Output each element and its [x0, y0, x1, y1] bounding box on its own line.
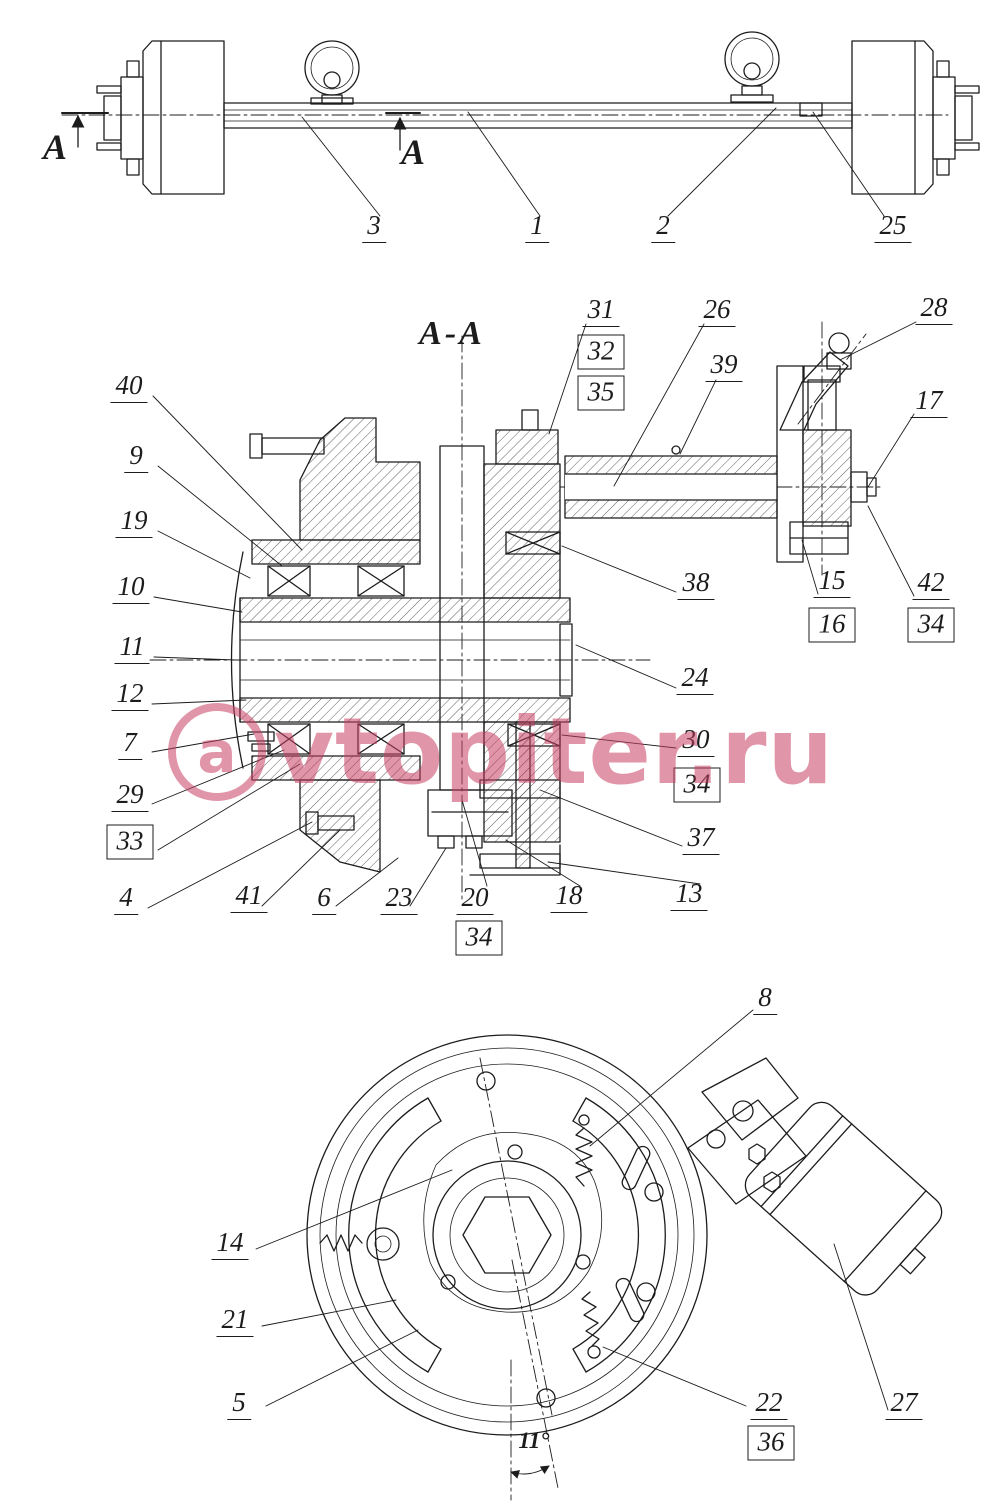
- bottom-view-brake-drawing: [255, 1009, 943, 1501]
- callout-section_view-34-21: 34: [455, 920, 503, 956]
- callout-section_view-6-18: 6: [312, 883, 336, 915]
- axle-beam: [223, 102, 853, 129]
- top-view-leaders: [301, 107, 885, 217]
- beam-clamp: [799, 102, 823, 117]
- callout-bottom_view-21-2: 21: [216, 1305, 254, 1337]
- callout-section_view-32-1: 32: [577, 334, 625, 370]
- spindle-end-nut: [850, 471, 877, 503]
- callout-top_view-3-0: 3: [362, 211, 386, 243]
- callout-top_view-1-1: 1: [525, 211, 549, 243]
- callout-bottom_view-14-1: 14: [211, 1228, 249, 1260]
- hub-center: [423, 1132, 603, 1313]
- callout-section_view-12-12: 12: [111, 679, 149, 711]
- right-brake-chamber: [724, 31, 780, 103]
- callout-section_view-17-6: 17: [910, 386, 948, 418]
- steering-arm-ball-stud: [779, 332, 852, 431]
- callout-section_view-15-29: 15: [813, 566, 851, 598]
- callout-section_view-35-2: 35: [577, 375, 625, 411]
- callout-section_view-29-14: 29: [111, 780, 149, 812]
- callout-section_view-38-24: 38: [677, 568, 715, 600]
- bottom-view-leaders: [255, 1009, 889, 1411]
- section-cut-arrows: [61, 112, 421, 151]
- right-brake-drum: [851, 40, 980, 195]
- left-brake-drum: [96, 40, 225, 195]
- callout-section_view-37-28: 37: [682, 823, 720, 855]
- callout-section_view-20-20: 20: [456, 883, 494, 915]
- callout-bottom_view-27-6: 27: [885, 1388, 923, 1420]
- section-view-drawing: [147, 321, 917, 909]
- callout-section_view-24-25: 24: [676, 663, 714, 695]
- kingpin: [439, 409, 559, 791]
- section-marker-left: A: [42, 127, 68, 167]
- callout-section_view-19-9: 19: [115, 506, 153, 538]
- beam-eye-and-kingpin-boss: [776, 365, 852, 563]
- hub-and-bearings: [230, 539, 421, 781]
- callout-top_view-2-2: 2: [651, 211, 675, 243]
- callout-section_view-13-23: 13: [670, 879, 708, 911]
- callout-section_view-40-7: 40: [110, 371, 148, 403]
- callout-section_view-26-3: 26: [698, 295, 736, 327]
- brake-flange-section: [305, 721, 561, 876]
- callout-section_view-33-15: 33: [106, 824, 154, 860]
- callout-section_view-7-13: 7: [118, 728, 142, 760]
- section-marker-middle: A: [400, 132, 426, 172]
- callout-bottom_view-5-3: 5: [227, 1388, 251, 1420]
- callout-section_view-16-30: 16: [808, 607, 856, 643]
- callout-section_view-23-19: 23: [380, 883, 418, 915]
- angle-dimension-label: 11°: [518, 1428, 550, 1453]
- callout-section_view-10-10: 10: [112, 572, 150, 604]
- spindle-section: [239, 597, 573, 723]
- return-springs: [319, 1114, 601, 1359]
- callout-section_view-41-17: 41: [230, 881, 268, 913]
- brake-chamber-bottom-view: [744, 1101, 943, 1296]
- callout-section_view-9-8: 9: [124, 441, 148, 473]
- angle-arc: [510, 1465, 550, 1479]
- callout-top_view-25-3: 25: [874, 211, 912, 243]
- callout-section_view-28-5: 28: [915, 293, 953, 325]
- callout-section_view-34-27: 34: [673, 767, 721, 803]
- axle-beam-arm-section: [564, 445, 778, 519]
- hub-flange-and-stud: [249, 417, 421, 873]
- callout-section_view-11-11: 11: [114, 632, 150, 664]
- callout-section_view-39-4: 39: [705, 350, 743, 382]
- callout-section_view-18-22: 18: [550, 881, 588, 913]
- brake-backing-plate: [306, 1034, 708, 1436]
- callout-section_view-31-0: 31: [582, 295, 620, 327]
- callout-bottom_view-22-4: 22: [750, 1388, 788, 1420]
- callout-bottom_view-36-5: 36: [747, 1425, 795, 1461]
- callout-section_view-42-31: 42: [912, 568, 950, 600]
- callout-section_view-4-16: 4: [114, 883, 138, 915]
- callout-bottom_view-8-0: 8: [753, 983, 777, 1015]
- brake-shoes: [348, 1097, 666, 1373]
- section-title: A-A: [419, 315, 485, 352]
- top-view-axle-drawing: [61, 31, 980, 217]
- left-brake-chamber: [304, 40, 360, 105]
- callout-section_view-30-26: 30: [677, 725, 715, 757]
- callout-section_view-34-32: 34: [907, 607, 955, 643]
